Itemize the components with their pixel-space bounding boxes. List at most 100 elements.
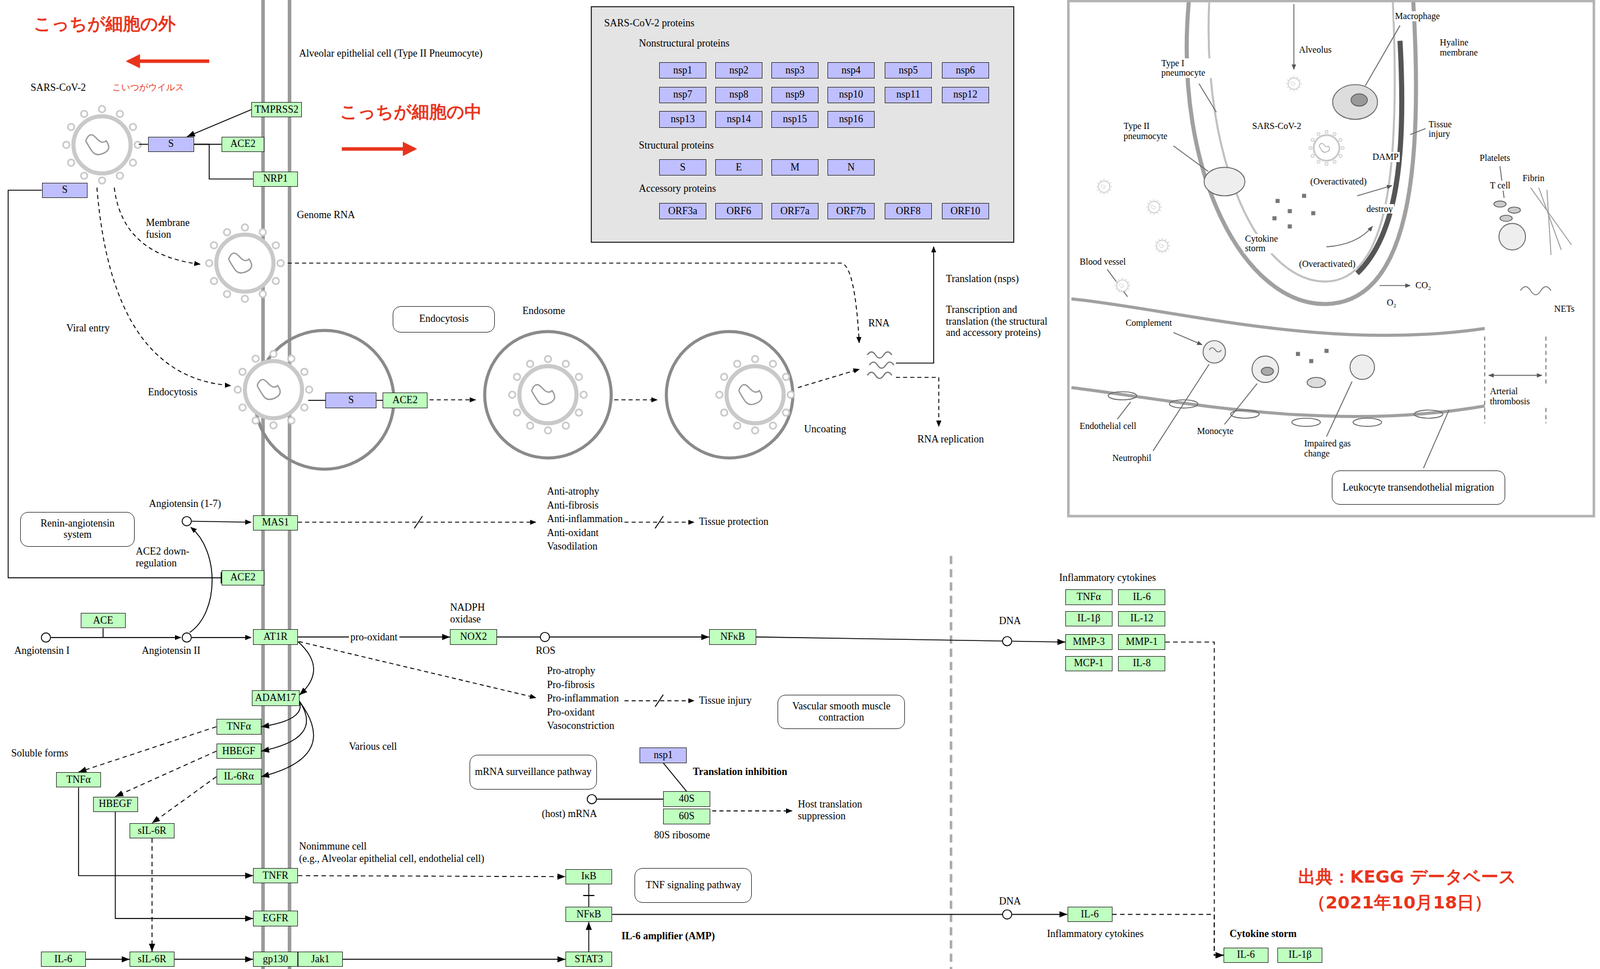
label-text: Blood vessel (1078, 256, 1128, 268)
viral-protein-box: E (715, 159, 763, 176)
panel-heading: Nonstructural proteins (638, 37, 730, 50)
node-label: ORF7b (836, 205, 867, 218)
node-label: MCP-1 (1073, 658, 1104, 670)
node-label: Jak1 (311, 954, 330, 966)
label-text: Transcription and translation (the struc… (945, 304, 1054, 339)
illustration-shape (1520, 286, 1552, 296)
viral-protein-box: ORF7a (771, 203, 819, 220)
illustration-shape (1423, 410, 1449, 469)
illustration-shape (1287, 209, 1292, 214)
illustration-shape (1208, 347, 1222, 352)
label-text: Impaired gas change (1303, 438, 1365, 459)
label-text: NETs (1552, 304, 1576, 315)
connector (115, 812, 254, 923)
node-label: IL-6 (1237, 949, 1255, 962)
connector (78, 787, 254, 880)
label-text: SARS-CoV-2 (30, 81, 86, 94)
gene-box: sIL-6R (129, 952, 175, 968)
illustration-shape (1349, 355, 1375, 380)
label-text: T cell (1488, 180, 1512, 191)
label-text: Inflammatory cytokines (1059, 572, 1156, 585)
label-text: Alveolar epithelial cell (Type II Pneumo… (299, 47, 483, 60)
edge-label: pro-oxidant (348, 631, 400, 644)
connector (261, 701, 314, 779)
illustration-shape (1311, 211, 1316, 216)
label-text: ROS (535, 645, 556, 657)
arrowhead (585, 922, 592, 931)
arrowhead (261, 771, 270, 779)
pathway-box: Vascular smooth muscle contraction (777, 695, 905, 730)
label-text: (e.g., Alveolar epithelial cell, endothe… (299, 853, 485, 866)
node-label: ACE (93, 615, 114, 627)
illustration-shape (1326, 226, 1373, 247)
arrowhead (115, 791, 124, 798)
connector (174, 956, 254, 963)
node-label: TMPRSS2 (254, 104, 299, 116)
viral-protein-box: nsp9 (771, 86, 819, 104)
illustration-shape (102, 628, 104, 638)
node-label: TNFα (1076, 591, 1101, 604)
label-text: Tissue injury (1427, 119, 1473, 140)
viral-protein-box: ORF6 (715, 203, 763, 220)
viral-protein-box: nsp16 (827, 111, 875, 128)
arrowhead (1057, 638, 1066, 646)
illustration-shape (1379, 284, 1411, 287)
connector (8, 190, 222, 584)
lung-illustration (1068, 1, 1594, 517)
node-label: EGFR (262, 913, 289, 925)
arrowhead (152, 816, 161, 824)
gene-box: sIL-6R (129, 823, 175, 839)
protein-panel: SARS-CoV-2 proteinsNonstructural protein… (590, 6, 1015, 243)
connector (582, 884, 595, 908)
label-text: Anti-oxidant (546, 527, 599, 540)
label-text: Genome RNA (296, 209, 355, 222)
illustration-shape (1154, 237, 1171, 254)
label-text: RNA replication (917, 433, 984, 446)
gene-box: MMP-1 (1118, 634, 1166, 650)
node-label: Renin-angiotensin system (25, 518, 130, 541)
arrowhead (245, 915, 254, 922)
illustration-shape (1350, 93, 1368, 107)
label-text: Soluble forms (11, 747, 69, 760)
illustration-shape (895, 246, 934, 363)
illustration-shape (1107, 391, 1137, 400)
illustration-shape (1275, 199, 1280, 204)
illustration-shape (205, 224, 284, 303)
viral-protein-box: S (148, 136, 195, 153)
node-label: nsp16 (839, 113, 864, 126)
gene-box: MMP-3 (1065, 634, 1113, 650)
illustration-shape (1357, 185, 1392, 196)
panel-heading: Accessory proteins (638, 182, 716, 195)
label-text: Tissue protection (699, 516, 769, 528)
illustration-shape (540, 632, 550, 642)
illustration-shape (1324, 348, 1329, 353)
gene-box: ACE2 (221, 570, 265, 586)
connector (342, 956, 566, 963)
label-text: Inflammatory cytokines (1046, 928, 1144, 941)
illustration-shape (587, 794, 597, 804)
illustration-shape (1295, 352, 1300, 357)
label-text: Neutrophil (1111, 453, 1153, 464)
node-label: TNFα (226, 721, 251, 733)
connector-line (78, 787, 254, 876)
node-label: IL-12 (1130, 613, 1154, 625)
node-label: MMP-1 (1125, 636, 1158, 648)
illustration-shape (1530, 187, 1572, 256)
viral-protein-box: nsp2 (715, 62, 763, 79)
label-text: 出典：KEGG データベース (1298, 867, 1517, 888)
node-label: E (736, 162, 743, 174)
label-text: O₂ (1385, 297, 1398, 308)
illustration-shape (1252, 356, 1279, 383)
illustration-shape (287, 0, 292, 969)
illustration-shape (1272, 216, 1277, 221)
label-text: Anti-fibrosis (546, 499, 599, 512)
illustration-shape (1173, 145, 1209, 172)
label-text: NADPH oxidase (449, 601, 498, 625)
connector-line (612, 914, 1068, 916)
illustration-shape (1203, 167, 1245, 196)
label-text: Arterial thrombosis (1488, 386, 1548, 407)
illustration-shape (715, 355, 794, 434)
illustration-shape (712, 810, 793, 812)
gene-box: ADAM17 (251, 690, 300, 706)
viral-protein-box: ORF7b (827, 203, 875, 220)
